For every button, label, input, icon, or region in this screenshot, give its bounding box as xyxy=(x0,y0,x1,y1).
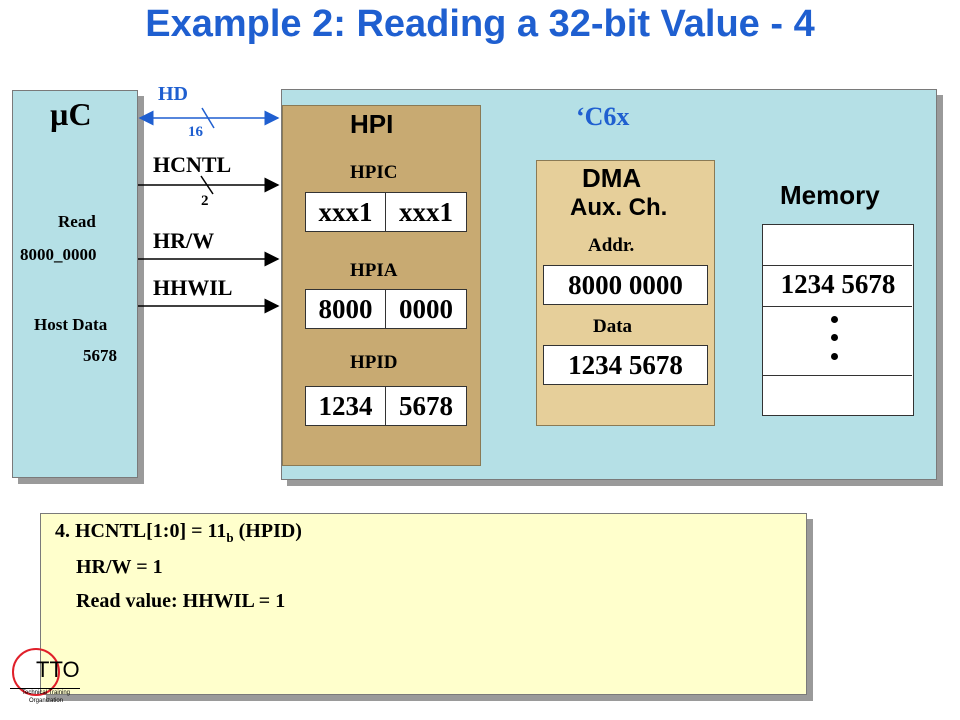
hd-width-label: 16 xyxy=(188,124,203,140)
hpia-hi-register: 8000 xyxy=(305,289,386,329)
hhwil-signal-label: HHWIL xyxy=(153,275,233,300)
uc-read-address: 8000_0000 xyxy=(20,245,97,264)
memory-row-divider xyxy=(762,375,912,376)
tto-logo-rule xyxy=(10,688,80,689)
hd-bus-slash xyxy=(201,107,215,129)
hpic-label: HPIC xyxy=(350,162,398,183)
tto-logo-caption-1: Technical Training xyxy=(21,690,71,696)
hrw-signal-label: HR/W xyxy=(153,228,215,253)
note-line-3: Read value: HHWIL = 1 xyxy=(76,590,286,612)
memory-row-divider xyxy=(762,265,912,266)
dma-data-label: Data xyxy=(593,316,633,337)
tto-logo-text: TTO xyxy=(36,657,80,682)
uc-read-label: Read xyxy=(58,212,96,231)
dma-addr-label: Addr. xyxy=(588,235,635,256)
hpid-lo-register: 5678 xyxy=(385,386,467,426)
uc-host-data-value: 5678 xyxy=(83,346,117,365)
c6x-label: ‘C6x xyxy=(576,102,630,131)
hpic-lo-register: xxx1 xyxy=(385,192,467,232)
hpic-hi-register: xxx1 xyxy=(305,192,386,232)
note-line-1-subscript: b xyxy=(226,530,234,545)
dma-label: DMA xyxy=(582,163,642,193)
memory-row-divider xyxy=(762,306,912,307)
memory-value: 1234 5678 xyxy=(780,269,896,299)
dma-aux-channel-label: Aux. Ch. xyxy=(570,194,668,221)
uc-label: µC xyxy=(50,96,92,132)
note-line-1-text: 4. HCNTL[1:0] = 11 xyxy=(55,520,227,542)
note-line-1-suffix: (HPID) xyxy=(233,520,302,542)
dma-addr-register: 8000 0000 xyxy=(543,265,708,305)
page-title: Example 2: Reading a 32-bit Value - 4 xyxy=(145,3,815,45)
tto-logo-caption-2: Organization xyxy=(28,698,64,704)
hpid-hi-register: 1234 xyxy=(305,386,386,426)
memory-block xyxy=(762,224,914,416)
hcntl-width-label: 2 xyxy=(201,193,209,209)
hpi-label: HPI xyxy=(350,109,394,139)
note-line-2: HR/W = 1 xyxy=(76,556,163,578)
note-line-1: 4. HCNTL[1:0] = 11b (HPID) xyxy=(55,520,302,546)
hpid-label: HPID xyxy=(350,352,398,373)
uc-host-data-label: Host Data xyxy=(34,315,108,334)
tto-logo: TTO Technical Training Organization xyxy=(10,648,82,708)
hd-signal-label: HD xyxy=(158,83,188,105)
dma-data-register: 1234 5678 xyxy=(543,345,708,385)
microcontroller-panel xyxy=(12,90,138,478)
hpia-lo-register: 0000 xyxy=(385,289,467,329)
ellipsis-dot xyxy=(831,334,838,341)
tto-logo-circle xyxy=(12,648,60,696)
ellipsis-dot xyxy=(831,353,838,360)
hcntl-slash xyxy=(200,175,214,195)
step-note-box xyxy=(40,513,807,695)
hpia-label: HPIA xyxy=(350,260,398,281)
ellipsis-dot xyxy=(831,316,838,323)
memory-label: Memory xyxy=(780,180,880,210)
hcntl-signal-label: HCNTL xyxy=(153,152,232,177)
